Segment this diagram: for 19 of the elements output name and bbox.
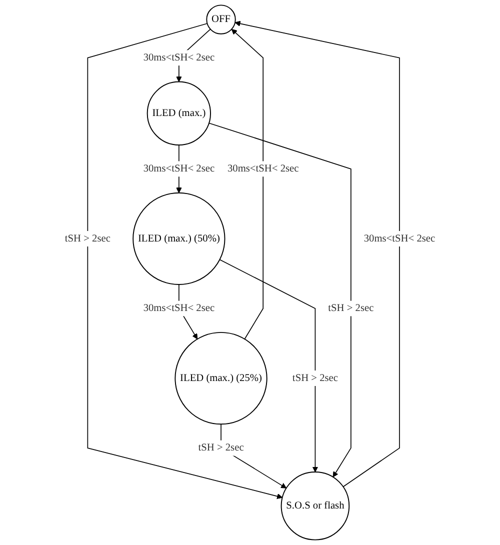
edge-label: 30ms<tSH< 2sec xyxy=(143,52,215,64)
node-circle: ILED (max.) (50%) xyxy=(132,192,226,286)
node-circle: ILED (max.) (25%) xyxy=(174,332,268,425)
edge-label: 30ms<tSH< 2sec xyxy=(143,302,215,314)
node-circle: ILED (max.) xyxy=(146,81,212,146)
arrow xyxy=(219,259,318,472)
edge-label: tSH > 2sec xyxy=(292,372,338,384)
edge-label: 30ms<tSH< 2sec xyxy=(143,163,215,174)
edge-label: tSH > 2sec xyxy=(328,302,374,314)
arrow xyxy=(87,23,283,500)
arrow xyxy=(234,20,400,488)
edge-label: 30ms<tSH< 2sec xyxy=(364,232,436,244)
node-circle: S.O.S or flash xyxy=(280,472,350,540)
edge-label: tSH > 2sec xyxy=(198,442,244,454)
arrow xyxy=(208,122,352,478)
node-circle: OFF xyxy=(206,4,236,34)
arrow xyxy=(231,28,264,340)
edge-label: 30ms<tSH< 2sec xyxy=(227,163,299,174)
edge-label: tSH > 2sec xyxy=(64,232,110,244)
